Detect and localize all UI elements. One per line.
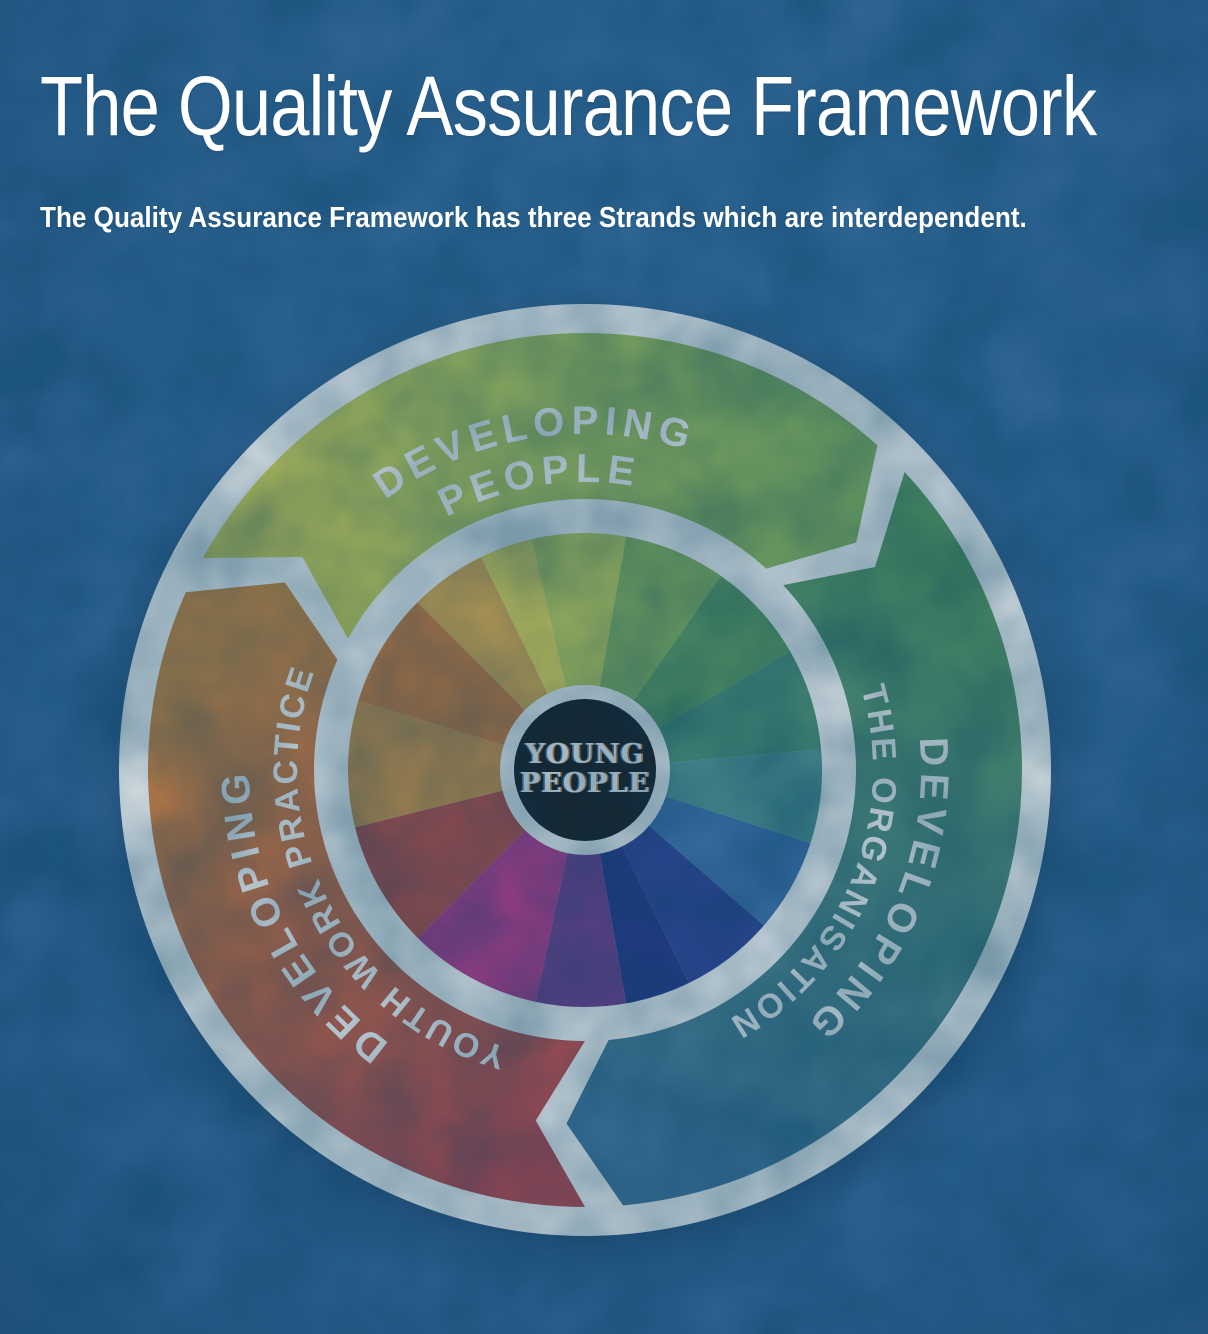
- hub-label-line1: YOUNG: [524, 739, 644, 770]
- hub-label-line2: PEOPLE: [520, 768, 650, 799]
- header: The Quality Assurance Framework The Qual…: [40, 62, 1208, 235]
- page-subtitle: The Quality Assurance Framework has thre…: [40, 202, 1027, 235]
- page-title: The Quality Assurance Framework: [40, 59, 1097, 153]
